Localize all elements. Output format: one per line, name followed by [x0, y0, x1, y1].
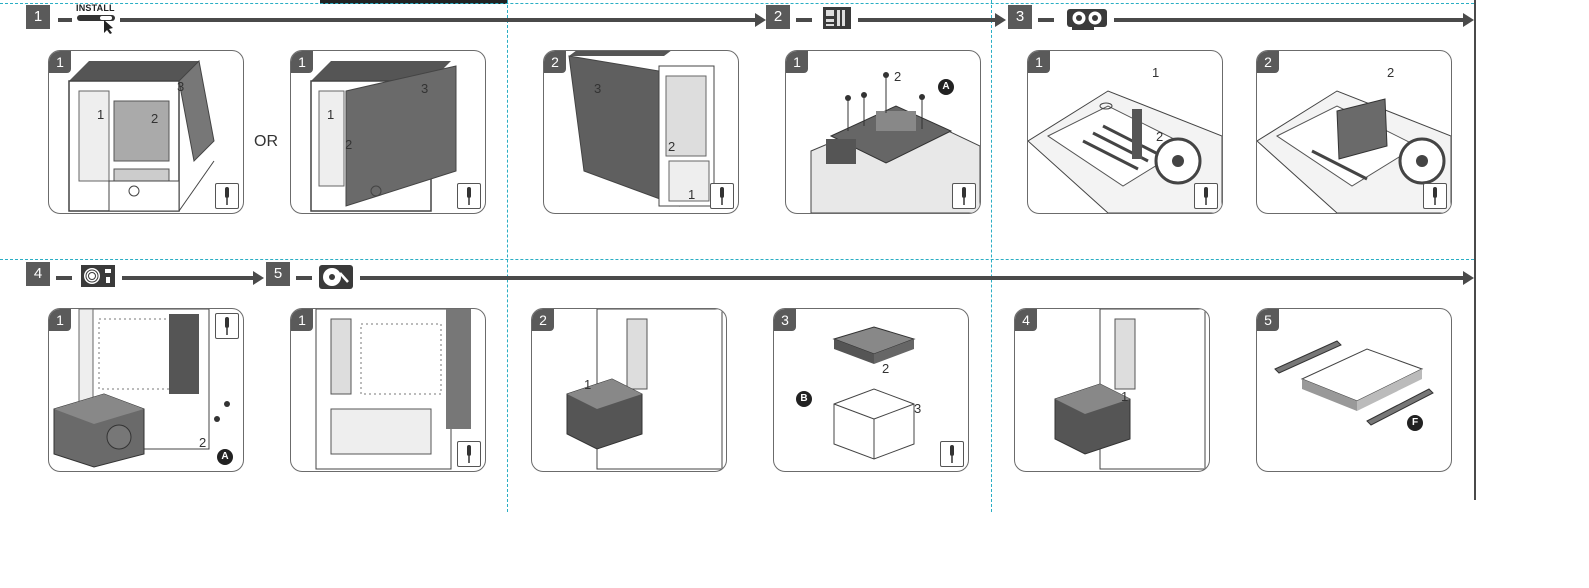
callout-number-1: 1	[1121, 389, 1129, 404]
drive-rail-illustration	[1274, 340, 1434, 426]
callout-number-3: 3	[914, 401, 922, 416]
panel-badge: 4	[1015, 309, 1037, 331]
install-icon	[77, 15, 115, 34]
step-2-flow-arrow	[858, 13, 1006, 27]
graphics-card-install-illustration	[1028, 90, 1222, 213]
callout-number-2: 2	[894, 69, 902, 84]
callout-number-3: 3	[594, 81, 602, 96]
step-3-panel-b: 2 2	[1256, 50, 1452, 214]
callout-letter-b: B	[796, 391, 812, 407]
power-supply-install-illustration	[53, 309, 230, 468]
panel-badge: 1	[291, 309, 313, 331]
screwdriver-icon	[710, 183, 734, 209]
screwdriver-icon	[215, 313, 239, 339]
step-2-panel: 1 2 A	[785, 50, 981, 214]
panel-badge: 2	[544, 51, 566, 73]
panel-badge: 2	[532, 309, 554, 331]
panel-badge: 3	[774, 309, 796, 331]
panel-badge: 2	[1257, 51, 1279, 73]
install-label: INSTALL	[76, 3, 115, 13]
case-interior-illustration	[315, 309, 471, 470]
step-4-panel: 1 2 A	[48, 308, 244, 472]
screwdriver-icon	[215, 183, 239, 209]
guide-line-middle	[0, 259, 1474, 260]
step-1-panel-b: 1 1 2 3	[290, 50, 486, 214]
step-5-panel-2: 2 1	[531, 308, 727, 472]
screwdriver-icon	[1423, 183, 1447, 209]
panel-badge: 5	[1257, 309, 1279, 331]
screwdriver-icon	[457, 183, 481, 209]
step-5-flow-arrow	[360, 271, 1474, 285]
panel-badge: 1	[291, 51, 313, 73]
drive-cage-install-illustration	[832, 326, 916, 460]
callout-number-2: 2	[882, 361, 890, 376]
callout-letter-f: F	[1407, 415, 1423, 431]
callout-number-2: 2	[668, 139, 676, 154]
drive-cage-removal-illustration	[566, 309, 723, 470]
drive-cage-reinstall-illustration	[1054, 309, 1206, 470]
callout-number-1: 1	[97, 107, 105, 122]
callout-number-1: 1	[584, 377, 592, 392]
panel-badge: 1	[49, 309, 71, 331]
step-1-flow-arrow	[120, 13, 766, 27]
step-4-badge: 4	[26, 262, 50, 286]
callout-letter-a: A	[217, 449, 233, 465]
callout-number-1: 1	[327, 107, 335, 122]
panel-badge: 1	[1028, 51, 1050, 73]
screwdriver-icon	[1194, 183, 1218, 209]
guide-line-right	[991, 0, 992, 512]
panel-badge: 1	[786, 51, 808, 73]
callout-number-3: 3	[177, 79, 185, 94]
step-5-panel-4: 4 1	[1014, 308, 1210, 472]
step-1-panel-c: 2 3 2 1	[543, 50, 739, 214]
step-2-dash	[796, 18, 812, 22]
step-4-flow-arrow	[122, 271, 264, 285]
case-side-panel-illustration	[568, 51, 715, 207]
step-3-flow-arrow	[1114, 13, 1474, 27]
graphics-card-install-illustration	[1257, 90, 1451, 213]
step-1-badge: 1	[26, 5, 50, 29]
top-edge-bar	[320, 0, 508, 4]
or-text: OR	[254, 133, 278, 150]
callout-number-1: 1	[1152, 65, 1160, 80]
step-5-badge: 5	[266, 262, 290, 286]
hard-drive-icon	[319, 265, 353, 289]
power-supply-icon	[81, 265, 115, 287]
callout-number-2: 2	[151, 111, 159, 126]
graphics-card-icon	[1067, 9, 1107, 30]
panel-badge: 1	[49, 51, 71, 73]
step-1-dash	[58, 18, 72, 22]
motherboard-icon	[823, 7, 851, 29]
step-4-dash	[56, 276, 72, 280]
step-3-panel-a: 1 1 2	[1027, 50, 1223, 214]
guide-line-top	[0, 3, 1474, 4]
screwdriver-icon	[940, 441, 964, 467]
callout-number-2: 2	[1387, 65, 1395, 80]
callout-number-3: 3	[421, 81, 429, 96]
step-5-dash	[296, 276, 312, 280]
case-side-panel-illustration	[310, 61, 457, 212]
callout-letter-a: A	[938, 79, 954, 95]
step-1-panel-a: 1 1 2 3	[48, 50, 244, 214]
step-2-badge: 2	[766, 5, 790, 29]
guide-line-left	[507, 0, 508, 512]
page-edge-rule	[1474, 0, 1476, 500]
screwdriver-icon	[952, 183, 976, 209]
case-side-panel-illustration	[68, 59, 215, 212]
callout-number-2: 2	[345, 137, 353, 152]
motherboard-install-illustration	[810, 72, 980, 213]
step-3-dash	[1038, 18, 1054, 22]
step-5-panel-1: 1	[290, 308, 486, 472]
step-3-badge: 3	[1008, 5, 1032, 29]
screwdriver-icon	[457, 441, 481, 467]
step-5-panel-3: 3 2 3 B	[773, 308, 969, 472]
callout-number-2: 2	[199, 435, 207, 450]
callout-number-1: 1	[688, 187, 696, 202]
callout-number-2: 2	[1156, 129, 1164, 144]
step-5-panel-5: 5 F	[1256, 308, 1452, 472]
